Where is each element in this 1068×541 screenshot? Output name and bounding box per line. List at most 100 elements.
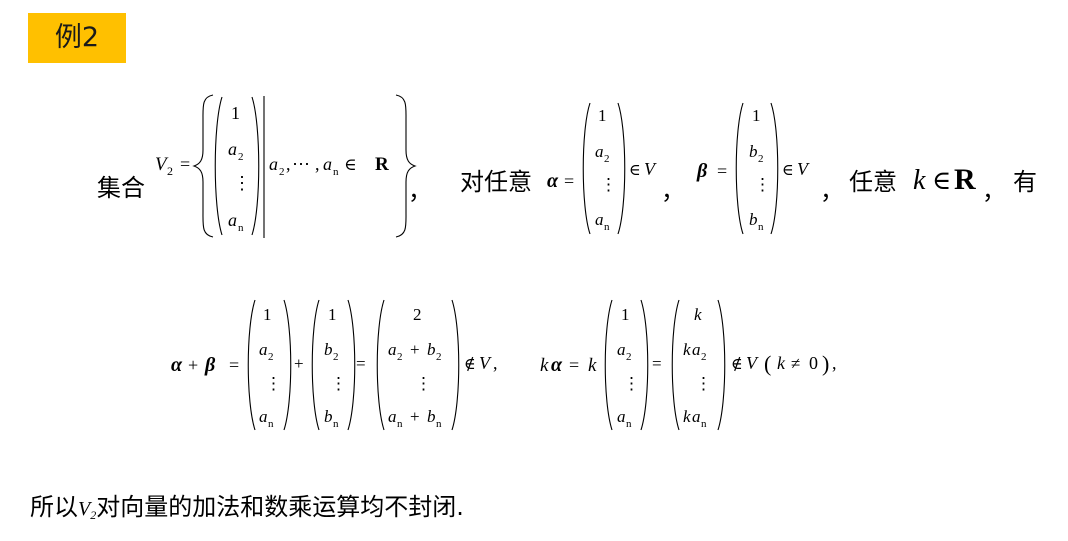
v3-entry-1: 2 bbox=[413, 305, 422, 324]
v2-entry-3: ⋮ bbox=[330, 374, 347, 393]
conclusion-V: V bbox=[78, 498, 91, 520]
v4-entry-2-sub: 2 bbox=[626, 351, 632, 363]
scal-notin: ∉ bbox=[731, 356, 743, 373]
v5-entry-2-sub: 2 bbox=[701, 351, 707, 363]
cond-k: k bbox=[777, 353, 786, 373]
comma-after-beta: ， bbox=[820, 177, 844, 205]
scal-eq-2: = bbox=[652, 354, 662, 373]
cond-comma-1: , bbox=[286, 154, 291, 174]
set-eq: = bbox=[180, 154, 190, 174]
cond-a2: a bbox=[269, 154, 278, 174]
cond-rparen: ) bbox=[822, 351, 829, 376]
example-badge: 例2 bbox=[28, 13, 126, 63]
alpha-vec-entry-2-sub: 2 bbox=[604, 153, 610, 165]
v3-entry-3: ⋮ bbox=[415, 374, 432, 393]
v1-entry-4-sub: n bbox=[268, 418, 274, 430]
beta-vec-entry-1: 1 bbox=[752, 106, 761, 125]
v5-left-paren bbox=[671, 299, 680, 431]
scal-k-2: k bbox=[588, 355, 597, 376]
beta-vec-entry-2: b bbox=[749, 142, 758, 161]
v4-entry-1: 1 bbox=[621, 305, 630, 324]
beta-vec-left-paren bbox=[735, 102, 744, 235]
v1-left-paren bbox=[247, 299, 256, 431]
v3-entry-4-a: a bbox=[388, 407, 397, 426]
conclusion-post: 对向量的加法和数乘运算均不封闭. bbox=[96, 493, 464, 521]
v5-entry-3: ⋮ bbox=[695, 374, 712, 393]
cond-lparen: ( bbox=[764, 351, 771, 376]
v1-entry-1: 1 bbox=[263, 305, 272, 324]
comma-before-have: ， bbox=[982, 177, 1006, 205]
v3-entry-2-b: b bbox=[427, 340, 436, 359]
set-label: 集合 bbox=[97, 174, 145, 202]
v2-entry-1: 1 bbox=[328, 305, 337, 324]
alpha-vec-entry-4: a bbox=[595, 210, 604, 229]
set-vec-right-paren bbox=[251, 96, 260, 236]
sum-plus-2: + bbox=[294, 354, 304, 373]
sum-eq: = bbox=[229, 355, 239, 375]
v3-entry-4-b-sub: n bbox=[436, 418, 442, 430]
cond-dots: ⋯ bbox=[292, 154, 310, 174]
cond-in: ∈ bbox=[344, 155, 357, 174]
beta-vec-entry-4-sub: n bbox=[758, 221, 764, 233]
alpha-vec-left-paren bbox=[582, 102, 591, 235]
conclusion-sentence: 所以V2对向量的加法和数乘运算均不封闭. bbox=[30, 492, 464, 526]
v1-entry-2-sub: 2 bbox=[268, 351, 274, 363]
set-vec-entry-4-sub: n bbox=[238, 222, 244, 234]
comma-after-alpha: ， bbox=[661, 177, 685, 205]
v4-right-paren bbox=[640, 299, 649, 431]
v3-entry-2-plus: + bbox=[410, 340, 420, 359]
alpha-V: V bbox=[644, 159, 657, 179]
set-vec-left-paren bbox=[214, 96, 223, 236]
beta-vec-entry-4: b bbox=[749, 210, 758, 229]
v3-entry-2-a-sub: 2 bbox=[397, 351, 403, 363]
v2-right-paren bbox=[347, 299, 356, 431]
v4-entry-4-sub: n bbox=[626, 418, 632, 430]
v1-right-paren bbox=[283, 299, 292, 431]
v5-entry-1: k bbox=[694, 305, 702, 324]
v5-entry-4-k: k bbox=[683, 407, 691, 426]
v5-right-paren bbox=[717, 299, 726, 431]
v3-entry-4-b: b bbox=[427, 407, 436, 426]
cond-R: R bbox=[375, 154, 389, 175]
k-R: R bbox=[954, 163, 976, 196]
conclusion-pre: 所以 bbox=[30, 493, 78, 521]
cond-a2-sub: 2 bbox=[279, 166, 285, 178]
set-vec-entry-4: a bbox=[228, 210, 237, 230]
sum-notin: ∉ bbox=[464, 356, 476, 373]
beta-symbol: β bbox=[696, 160, 708, 182]
v3-right-paren bbox=[451, 299, 460, 431]
sum-beta: β bbox=[204, 354, 216, 376]
alpha-in: ∈ bbox=[629, 162, 641, 179]
v2-left-paren bbox=[311, 299, 320, 431]
v4-entry-2: a bbox=[617, 340, 626, 359]
set-vec-entry-3: ⋮ bbox=[233, 173, 251, 193]
sum-comma: , bbox=[493, 353, 498, 373]
cond-neq: ≠ bbox=[791, 354, 800, 373]
comma-after-set: ， bbox=[408, 177, 432, 205]
v3-entry-2-b-sub: 2 bbox=[436, 351, 442, 363]
v4-left-paren bbox=[604, 299, 613, 431]
beta-vec-right-paren bbox=[770, 102, 779, 235]
v4-entry-4: a bbox=[617, 407, 626, 426]
set-vec-entry-2-sub: 2 bbox=[238, 151, 244, 163]
set-left-brace bbox=[192, 94, 214, 238]
v3-entry-2-a: a bbox=[388, 340, 397, 359]
cond-an: a bbox=[323, 154, 332, 174]
scal-V: V bbox=[746, 353, 759, 373]
scal-eq: = bbox=[569, 355, 579, 375]
v2-entry-4-sub: n bbox=[333, 418, 339, 430]
alpha-symbol: α bbox=[547, 170, 559, 192]
set-right-brace bbox=[395, 94, 417, 238]
scal-k: k bbox=[540, 355, 549, 376]
beta-V: V bbox=[797, 159, 810, 179]
alpha-vec-entry-3: ⋮ bbox=[600, 175, 617, 194]
conclusion-V-sub: 2 bbox=[90, 508, 97, 522]
v1-entry-3: ⋮ bbox=[265, 374, 282, 393]
cond-zero: 0 bbox=[809, 353, 818, 373]
v2-entry-4: b bbox=[324, 407, 333, 426]
alpha-vec-entry-4-sub: n bbox=[604, 221, 610, 233]
v1-entry-2: a bbox=[259, 340, 268, 359]
sum-plus: + bbox=[188, 355, 198, 375]
v5-entry-2-a: a bbox=[692, 340, 701, 359]
